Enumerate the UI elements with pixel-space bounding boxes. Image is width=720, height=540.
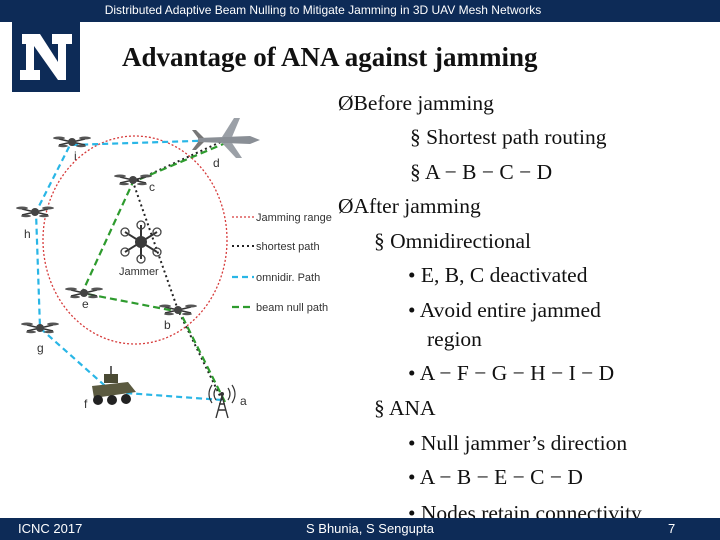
bullet-path-afghid: • A − F − G − H − I − D	[408, 361, 615, 385]
drone-g-icon	[21, 322, 59, 334]
jammer-drone-icon	[120, 220, 162, 264]
footer-authors: S Bhunia, S Sengupta	[306, 521, 434, 536]
footer-conference: ICNC 2017	[18, 521, 83, 536]
node-label-b: b	[164, 318, 171, 332]
legend-omnidir-path-label: omnidir. Path	[256, 272, 320, 284]
ground-vehicle-f-icon	[92, 366, 136, 405]
bullet-after-jamming: ØAfter jamming	[338, 194, 481, 218]
drone-c-icon	[114, 174, 152, 186]
bullet-null-jammer-direction: • Null jammer’s direction	[408, 431, 628, 455]
shortest-path	[131, 139, 226, 401]
node-label-c: c	[149, 180, 155, 194]
omnidir-path	[34, 138, 226, 402]
node-label-h: h	[24, 227, 31, 241]
node-label-f: f	[84, 397, 88, 411]
header-title: Distributed Adaptive Beam Nulling to Mit…	[104, 3, 542, 17]
tower-a-icon	[208, 384, 236, 419]
node-label-a: a	[240, 394, 247, 408]
legend-beam-null-path-label: beam null path	[256, 302, 328, 314]
node-label-e: e	[82, 297, 89, 311]
bullet-path-abcd: § A − B − C − D	[410, 160, 553, 184]
university-logo	[12, 22, 80, 92]
bullet-path-abecd: • A − B − E − C − D	[408, 465, 583, 489]
bullet-region: region	[427, 327, 482, 351]
slide-title: Advantage of ANA against jamming	[122, 42, 538, 72]
drone-i-icon	[53, 136, 91, 148]
drone-h-icon	[16, 206, 54, 218]
bullet-avoid-jammed: • Avoid entire jammed	[408, 298, 601, 322]
drone-e-icon	[65, 287, 103, 299]
drone-b-icon	[159, 304, 197, 316]
jamming-range-ellipse	[42, 135, 228, 345]
header-bar: Distributed Adaptive Beam Nulling to Mit…	[0, 0, 720, 22]
footer-bar: ICNC 2017 S Bhunia, S Sengupta 7	[0, 518, 720, 540]
bullet-ebc-deactivated: • E, B, C deactivated	[408, 263, 588, 287]
bullet-before-jamming: ØBefore jamming	[338, 91, 494, 115]
node-label-g: g	[37, 341, 44, 355]
node-label-jammer: Jammer	[119, 266, 159, 278]
node-label-d: d	[213, 156, 220, 170]
footer-page-number: 7	[668, 521, 676, 536]
legend-shortest-path-label: shortest path	[256, 241, 320, 253]
node-label-i: i	[74, 149, 77, 163]
uav-d-icon	[192, 118, 260, 158]
bullet-ana: § ANA	[374, 396, 436, 420]
bullet-omnidirectional: § Omnidirectional	[374, 229, 532, 253]
bullet-shortest-path-routing: § Shortest path routing	[410, 125, 607, 149]
network-diagram: i d c h Jammer e b g f a Jamming range s…	[16, 118, 332, 419]
n-logo-icon	[12, 22, 80, 92]
legend-jamming-range-label: Jamming range	[256, 212, 332, 224]
legend: Jamming range shortest path omnidir. Pat…	[232, 212, 332, 314]
